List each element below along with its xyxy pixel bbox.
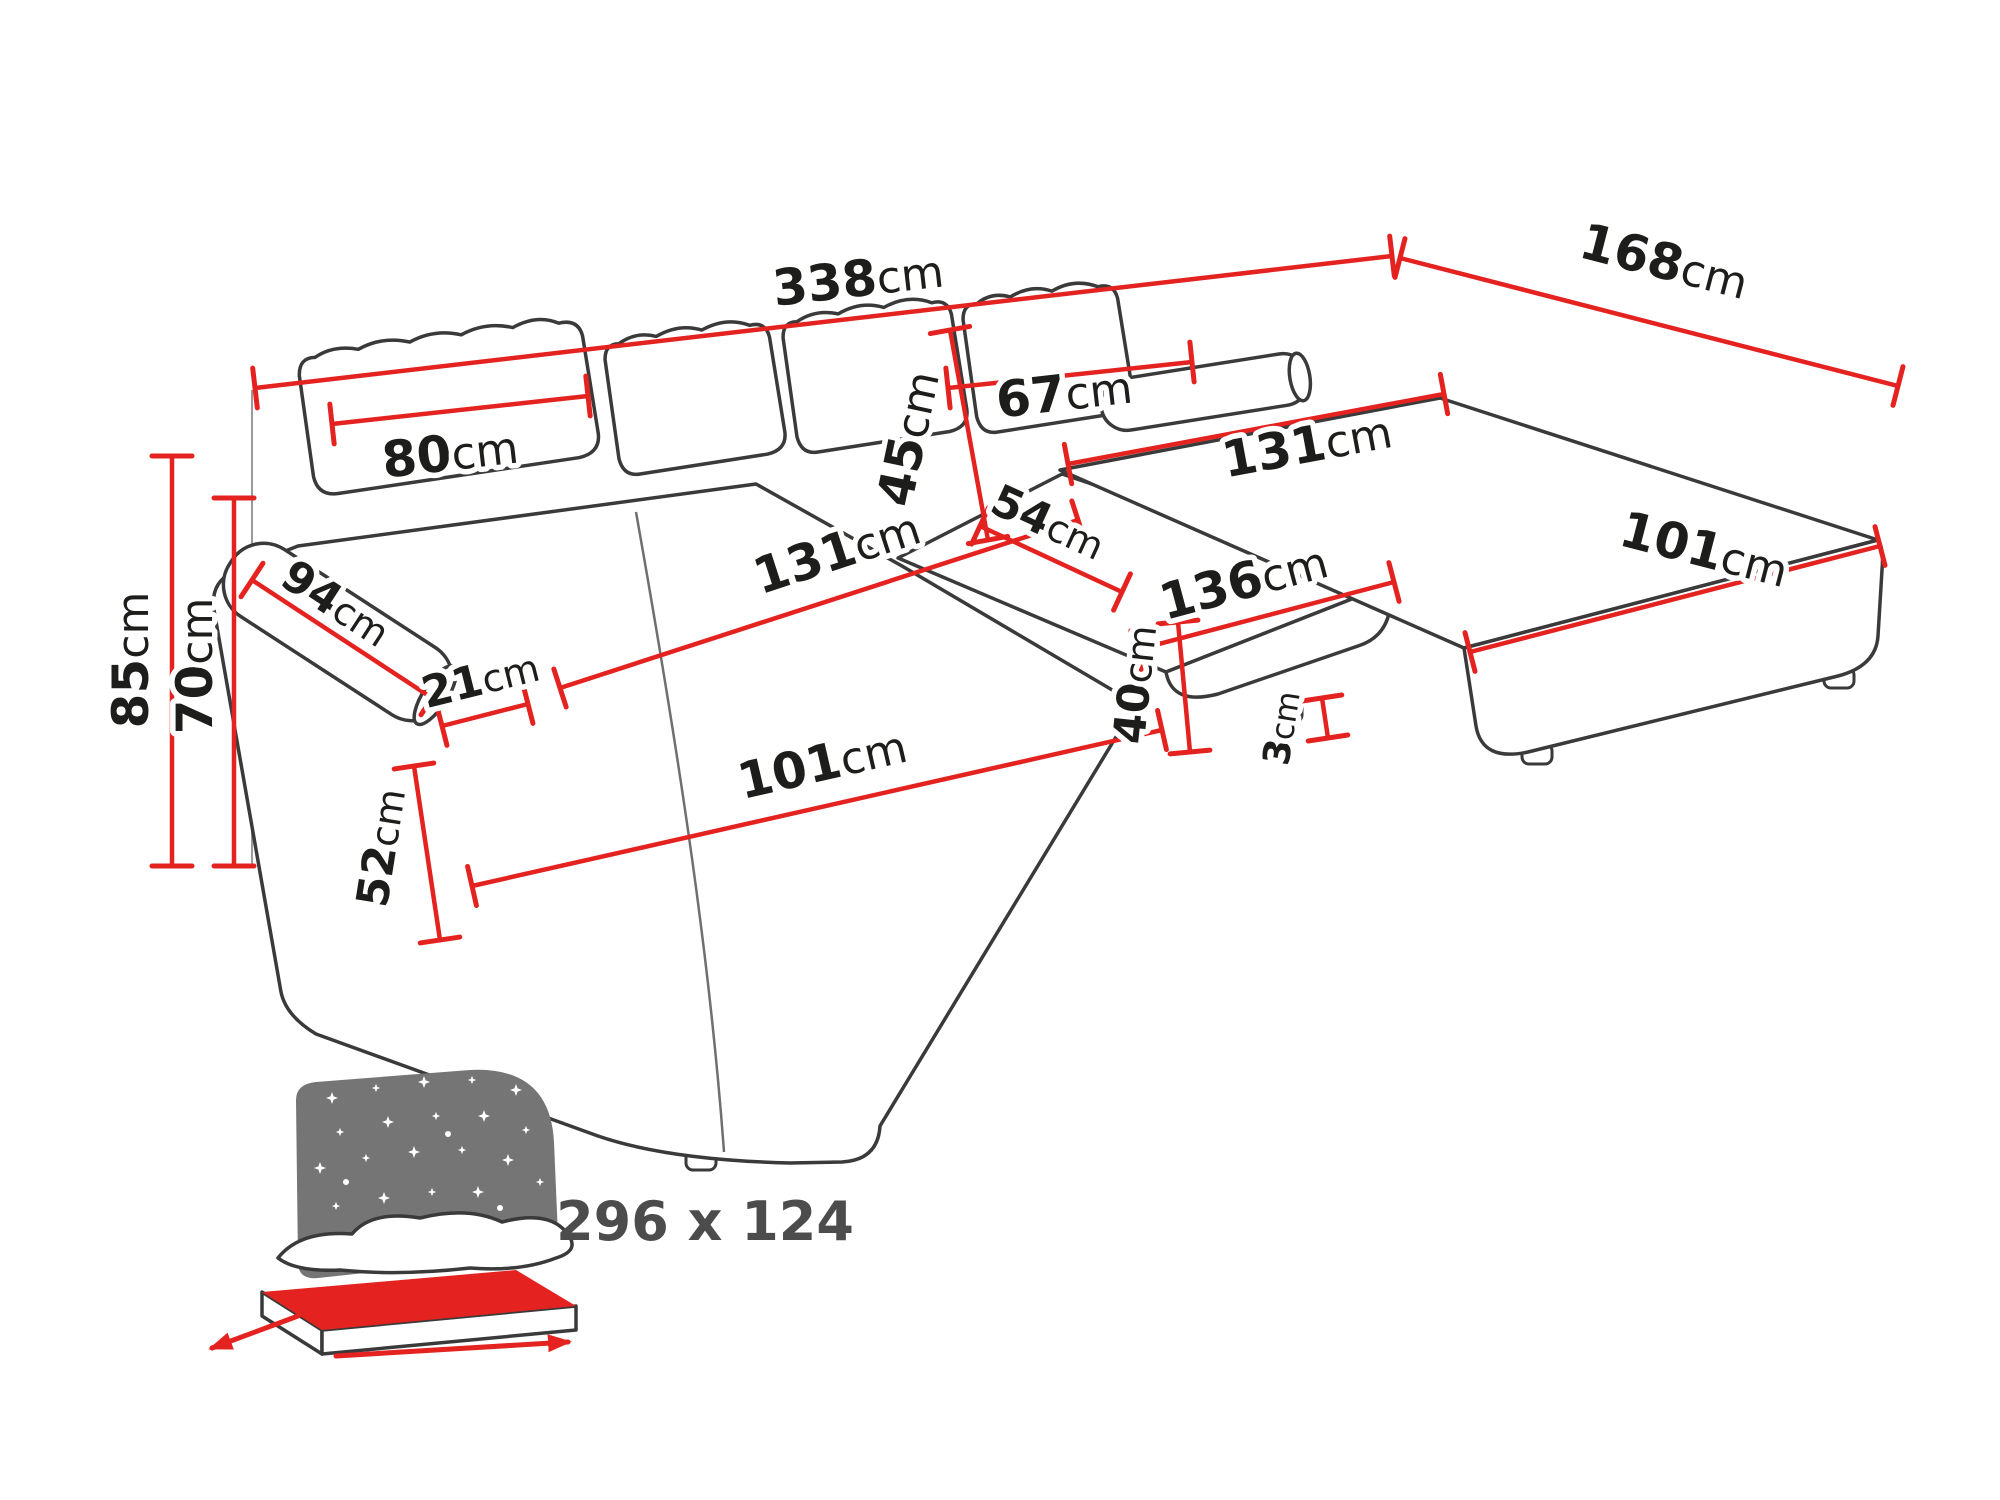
dimension-label-base-height: 40cm — [1104, 623, 1167, 747]
length-arrow — [333, 1334, 572, 1359]
dimension-line-left-chaise-length — [551, 498, 1087, 710]
dimension-label-backrest-height: 70cm — [166, 598, 224, 735]
dimension-line-right-chaise-width — [1462, 524, 1888, 674]
dimension-label-side-depth: 168cm — [1574, 212, 1754, 311]
dimension-line-side-depth — [1392, 236, 1906, 408]
dimension-line-leg-height — [1299, 692, 1351, 744]
stars — [0, 1075, 545, 1211]
dimension-line-base-height — [1155, 617, 1213, 757]
duvet — [276, 1211, 574, 1275]
width-arrow — [208, 1313, 301, 1351]
dimension-line-right-chaise-length — [1061, 371, 1451, 487]
dimension-label-total-height: 85cm — [102, 592, 160, 729]
dimension-line-seat-height — [391, 760, 463, 946]
mattress-front — [320, 1304, 578, 1356]
dimension-line-armrest-length — [238, 560, 446, 718]
sleeping-size-label: 296 x 124 — [556, 1190, 854, 1253]
sleeping-function-icon — [0, 1069, 578, 1359]
dimension-label-back-cushion-wide: 80cm — [379, 417, 521, 490]
dimension-line-left-chaise-width — [465, 707, 1169, 909]
dimension-line-total-width — [250, 233, 1397, 411]
dimension-label-leg-height: 3cm — [1255, 688, 1309, 768]
dimension-label-back-cushion-narrow: 67cm — [993, 357, 1135, 430]
dimension-lines — [149, 233, 1906, 946]
mattress-top — [262, 1270, 576, 1330]
back-cushion-2 — [603, 320, 787, 477]
dimension-line-back-cushion-wide — [327, 373, 593, 447]
